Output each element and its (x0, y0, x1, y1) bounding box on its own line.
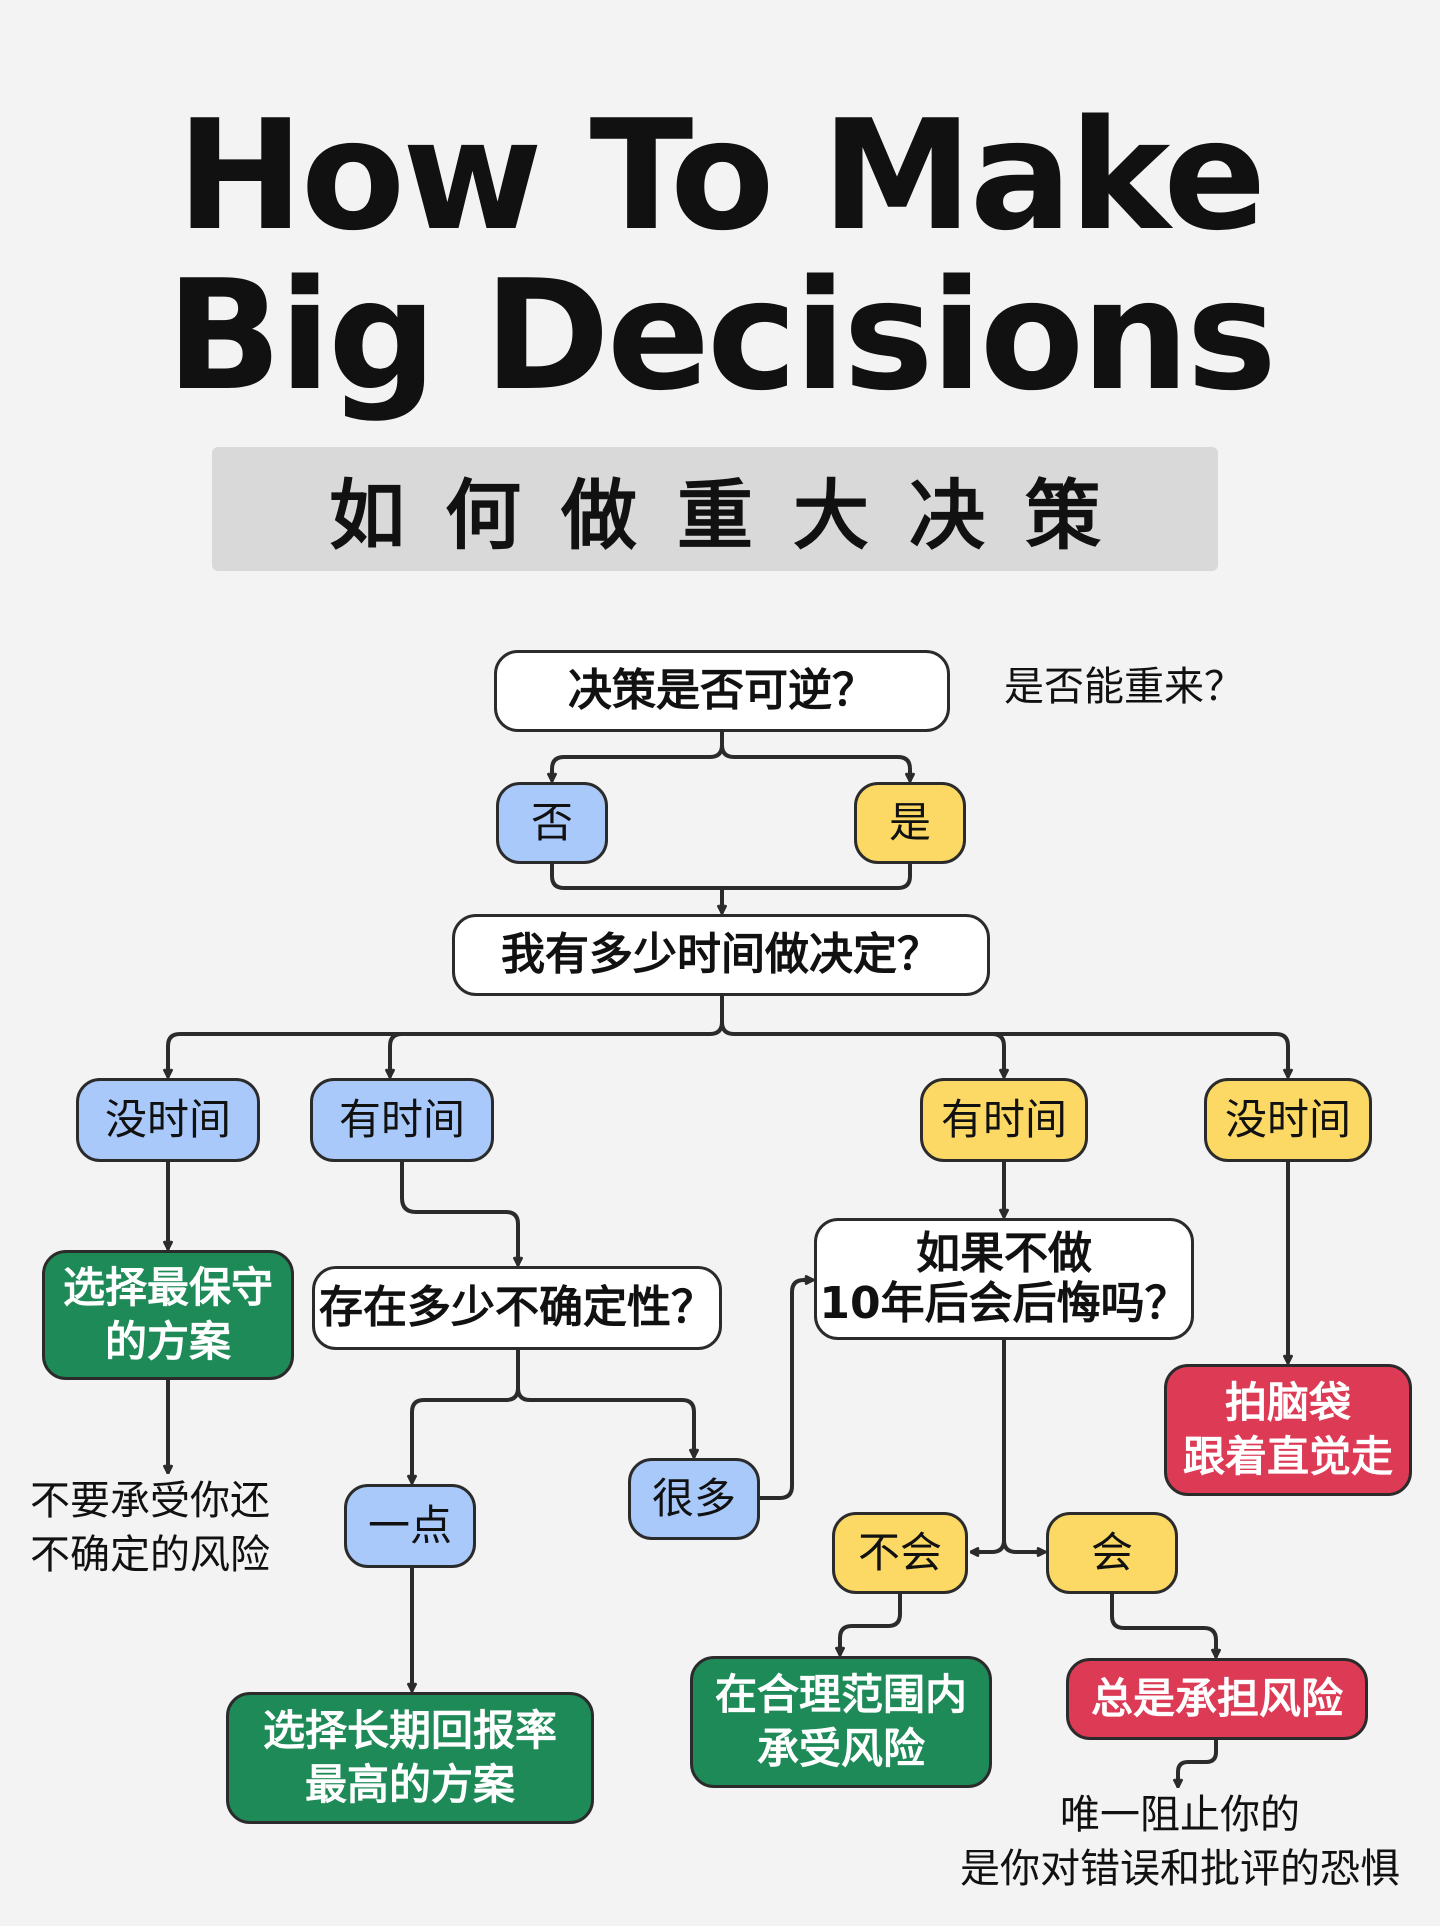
answer-a-little: 一点 (344, 1484, 476, 1568)
connector (1110, 1592, 1216, 1658)
note-fear: 唯一阻止你的 是你对错误和批评的恐惧 (960, 1792, 1400, 1892)
blue-no-time: 没时间 (76, 1078, 260, 1162)
note-uncertain-risk: 不要承受你还 不确定的风险 (30, 1478, 270, 1578)
yellow-has-time: 有时间 (920, 1078, 1088, 1162)
connector (1002, 1538, 1046, 1552)
option-no: 否 (496, 782, 608, 864)
subtitle: 如何做重大决策 (329, 471, 1141, 560)
connector (1178, 1738, 1218, 1788)
blue-has-time: 有时间 (310, 1078, 494, 1162)
green-acceptable-risk: 在合理范围内 承受风险 (690, 1656, 992, 1788)
subtitle-banner: 如何做重大决策 (212, 447, 1218, 571)
connector (720, 743, 910, 782)
connector (412, 1348, 520, 1484)
red-gut-feeling: 拍脑袋 跟着直觉走 (1164, 1364, 1412, 1496)
connector (552, 730, 724, 782)
connector (516, 1386, 694, 1458)
connector (390, 1032, 404, 1078)
connector (168, 994, 724, 1078)
green-long-term: 选择长期回报率 最高的方案 (226, 1692, 594, 1824)
answer-wont: 不会 (832, 1512, 968, 1594)
question-uncertainty: 存在多少不确定性？ (312, 1266, 722, 1350)
connector (758, 1280, 814, 1500)
connector (970, 1338, 1006, 1552)
question-reversible: 决策是否可逆？ (494, 650, 950, 732)
connector (400, 1160, 518, 1266)
title-line-2: Big Decisions (166, 247, 1277, 424)
green-conservative: 选择最保守 的方案 (42, 1250, 294, 1380)
yellow-no-time: 没时间 (1204, 1078, 1372, 1162)
red-always-take-risk: 总是承担风险 (1066, 1658, 1368, 1740)
answer-will: 会 (1046, 1512, 1178, 1594)
option-yes: 是 (854, 782, 966, 864)
question-time: 我有多少时间做决定？ (452, 914, 990, 996)
connector (720, 1020, 1288, 1078)
note-can-redo: 是否能重来？ (1004, 664, 1244, 710)
answer-a-lot: 很多 (628, 1458, 760, 1540)
question-regret: 如果不做 10年后会后悔吗？ (814, 1218, 1194, 1340)
title-line-1: How To Make (176, 87, 1267, 264)
connector (840, 1592, 902, 1656)
connector (550, 862, 912, 890)
connector (990, 1032, 1004, 1078)
